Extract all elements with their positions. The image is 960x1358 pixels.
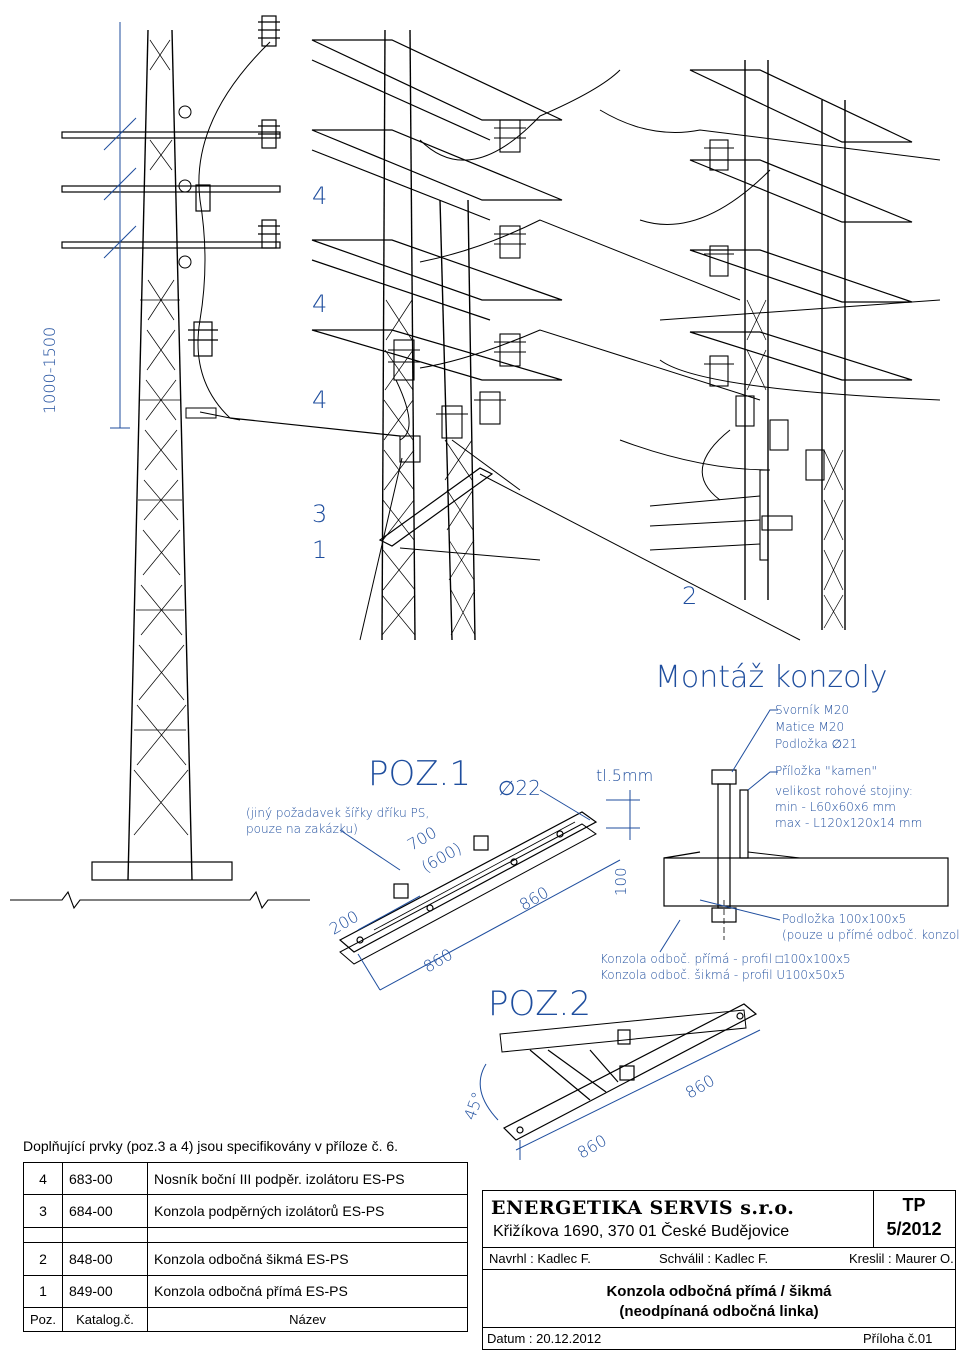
left-tower [10,15,401,910]
table-row: 2 848-00 Konzola odbočná šikmá ES-PS [22,1242,468,1276]
company-name: ENERGETIKA SERVIS s.r.o. [491,1197,795,1219]
poz1-dimensions [339,789,640,991]
bolt-note-7: max - L120x120x14 mm [775,816,923,830]
dimension-vertical [103,22,137,429]
header-position: Poz. [22,1306,64,1333]
table-row: 3 684-00 Konzola podpěrných izolátorů ES… [22,1194,468,1228]
designed-by: Navrhl : Kadlec F. [489,1251,591,1266]
table-row: 4 683-00 Nosník boční III podpěr. izolát… [22,1161,468,1196]
part-name: Konzola odbočná šikmá ES-PS [147,1242,468,1276]
drawing-title: Montáž konzoly [655,660,888,695]
bolt-note-2: Matice M20 [775,720,845,734]
technical-drawing [10,15,949,1160]
drawing-name-1: Konzola odbočná přímá / šikmá [606,1283,832,1300]
document-code: TP [902,1195,926,1215]
header-catalog: Katalog.č. [62,1306,149,1333]
part-name: Konzola podpěrných izolátorů ES-PS [147,1194,468,1228]
dimension-thickness: tl.5mm [596,766,654,785]
part-catalog: 849-00 [62,1274,149,1308]
part-name: Nosník boční III podpěr. izolátoru ES-PS [147,1161,468,1196]
table-header: Poz. Katalog.č. Název [22,1306,468,1333]
dimension-diameter-22: ∅22 [498,776,541,800]
width-note-1: (jiný požadavek šířky dříku PS, [246,806,430,820]
poz2-bracket-detail [499,1003,758,1141]
bolt-leaders [659,709,781,953]
position-label-4a: 4 [312,182,328,210]
dimension-100: 100 [612,867,630,896]
part-position: 3 [22,1194,64,1228]
poz2-dimensions [479,1029,761,1160]
drawing-name-2: (neodpínaná odbočná linka) [619,1303,819,1320]
washer-note-1: Podložka 100x100x5 [782,912,907,926]
part-position: 4 [22,1161,64,1196]
part-catalog: 848-00 [62,1242,149,1276]
position-label-3: 3 [312,500,328,528]
width-note-2: pouze na zakázku) [246,822,358,836]
part-catalog: 684-00 [62,1194,149,1228]
position-label-4c: 4 [312,386,328,414]
header-name: Název [147,1306,468,1333]
document-number: 5/2012 [886,1219,942,1239]
bolt-note-5: velikost rohové stojiny: [775,784,913,798]
position-label-1: 1 [312,536,328,564]
parts-table: 4 683-00 Nosník boční III podpěr. izolát… [22,1161,468,1333]
profile-note-1: Konzola odboč. přímá - profil □100x100x5 [600,952,851,966]
table-spacer [22,1227,468,1243]
poz1-label: POZ.1 [368,754,471,794]
bolt-note-4: Příložka "kamen" [775,764,877,778]
dimension-vertical-label: 1000-1500 [40,326,59,414]
poz1-bracket-detail [338,811,598,965]
poz2-label: POZ.2 [488,984,591,1024]
profile-note-2: Konzola odboč. šikmá - profil U100x50x5 [600,968,846,982]
washer-note-2: (pouze u přímé odboč. konzoly) [782,928,960,942]
part-position: 1 [22,1274,64,1308]
bolt-note-6: min - L60x60x6 mm [775,800,896,814]
drawing-date: Datum : 20.12.2012 [487,1331,602,1346]
drawn-by: Kreslil : Maurer O. [849,1251,954,1266]
middle-tower [311,29,801,641]
table-row: 1 849-00 Konzola odbočná přímá ES-PS [22,1274,468,1308]
attachment-number: Příloha č.01 [863,1331,933,1346]
bolt-note-1: Svorník M20 [775,703,850,717]
part-name: Konzola odbočná přímá ES-PS [147,1274,468,1308]
company-address: Křižíkova 1690, 370 01 České Budějovice [493,1223,790,1240]
approved-by: Schválil : Kadlec F. [659,1251,769,1266]
bolt-detail [663,769,949,940]
bolt-note-3: Podložka ∅21 [775,737,858,751]
part-catalog: 683-00 [62,1161,149,1196]
position-label-2: 2 [682,582,698,610]
title-block: ENERGETIKA SERVIS s.r.o. Křižíkova 1690,… [482,1190,956,1350]
position-label-4b: 4 [312,290,328,318]
part-position: 2 [22,1242,64,1276]
right-tower [599,60,941,630]
supplement-note: Doplňující prvky (poz.3 a 4) jsou specif… [23,1138,399,1154]
